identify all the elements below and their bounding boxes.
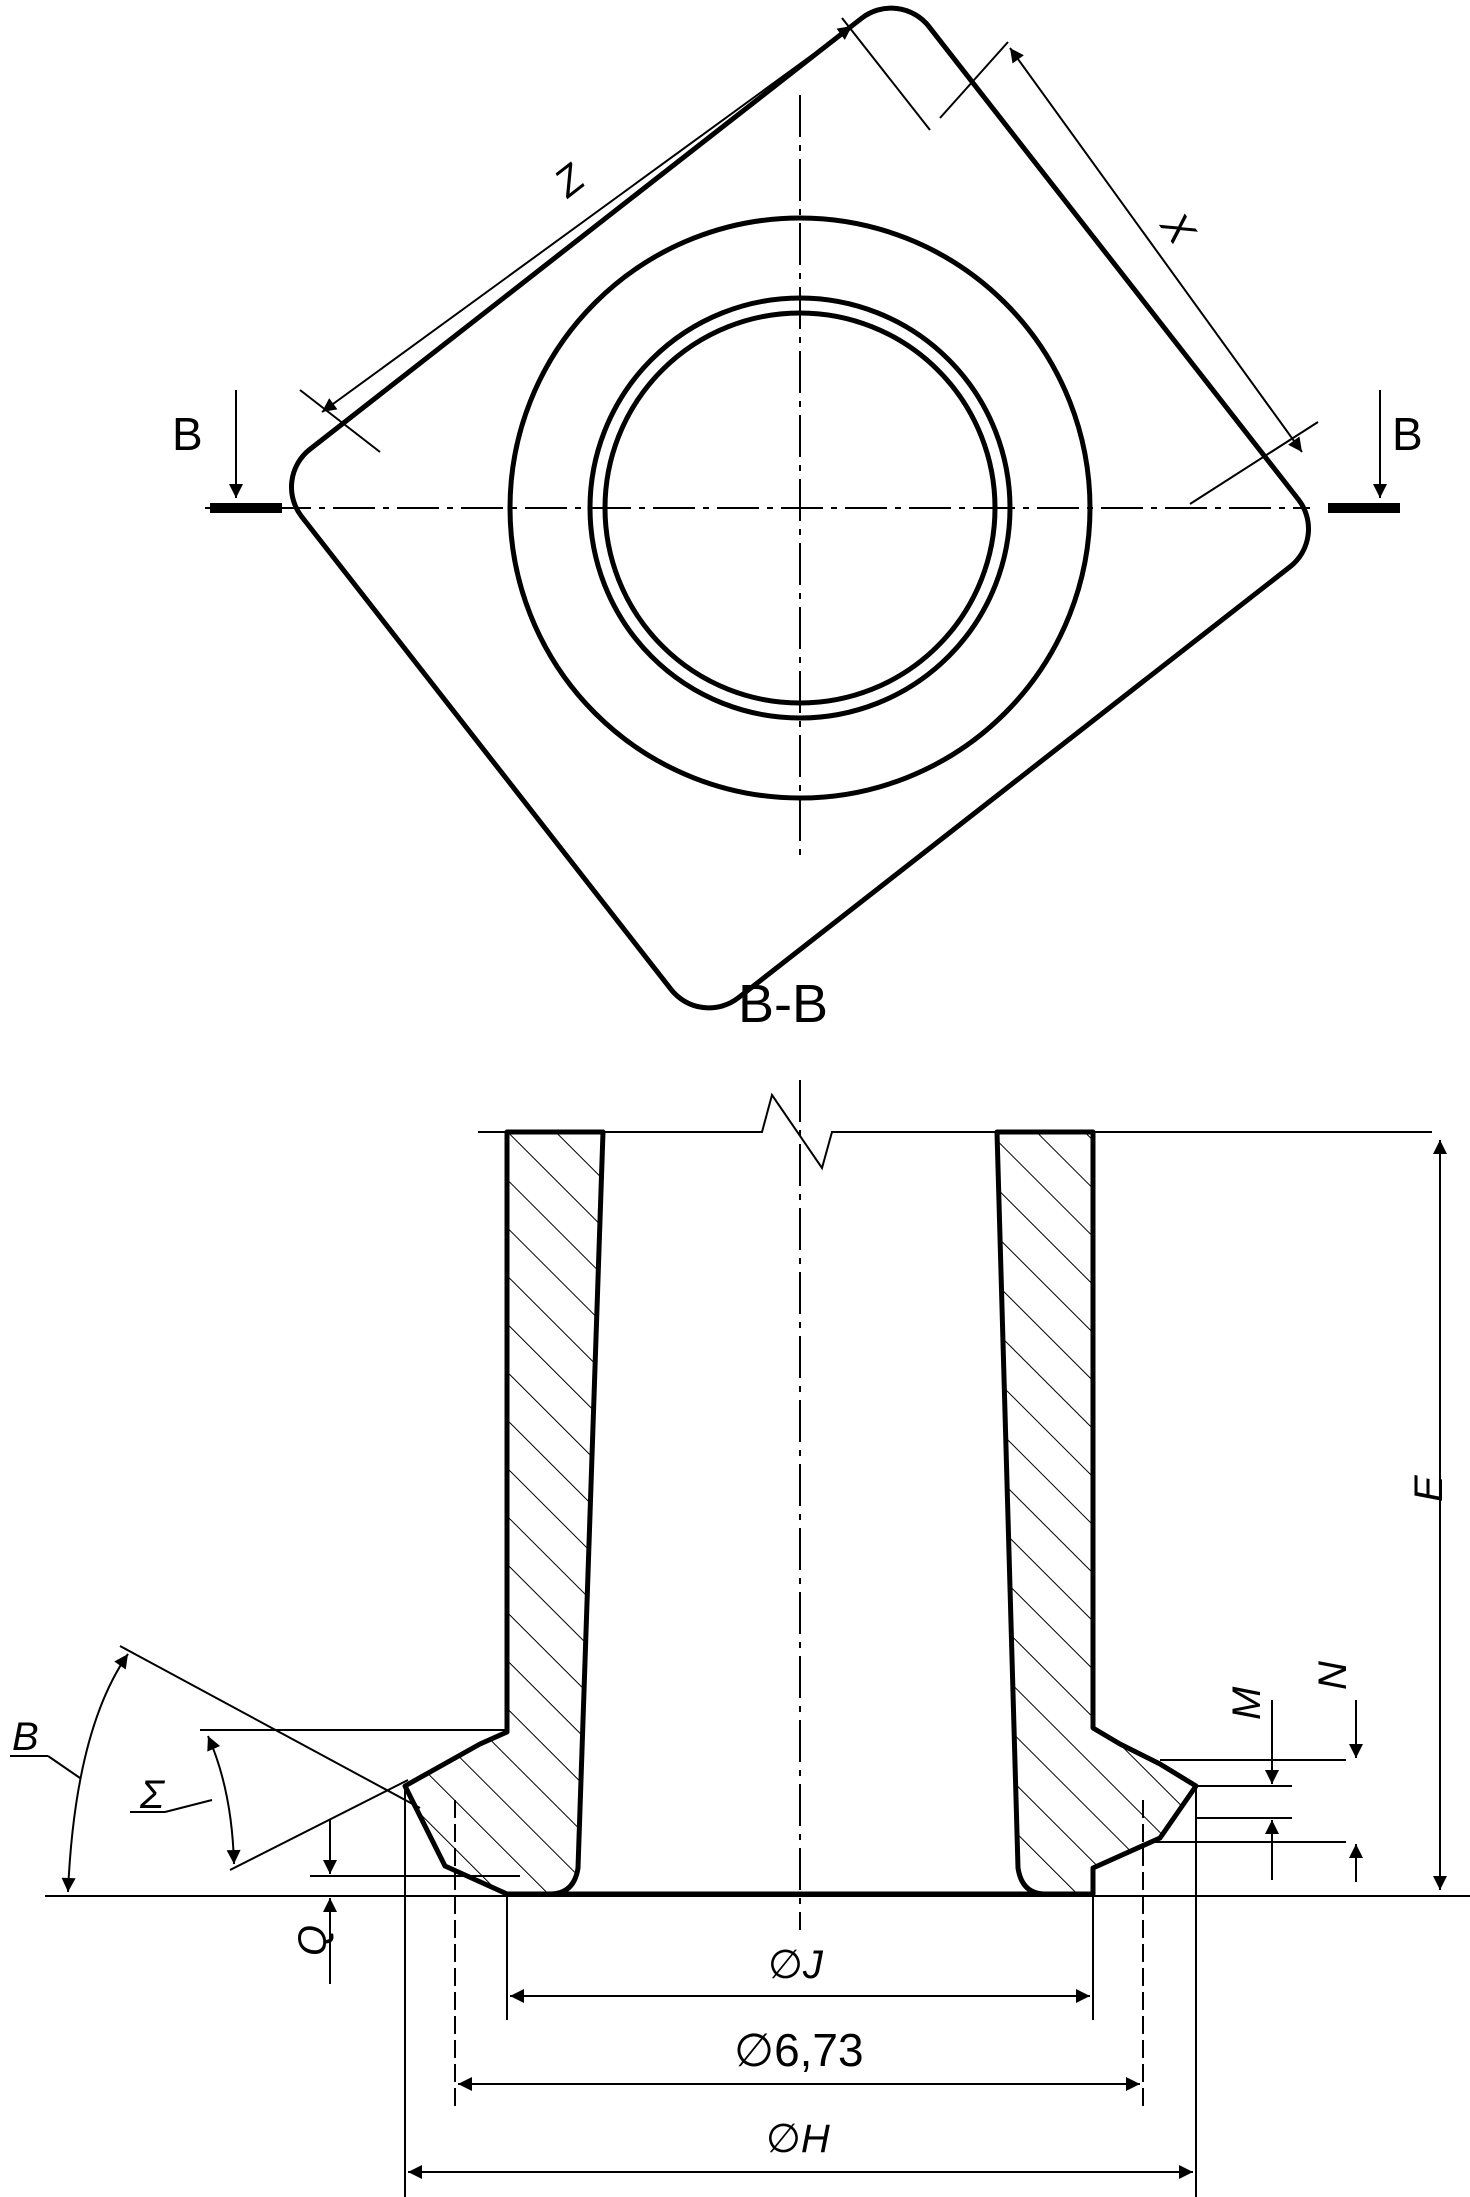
dimension-e: E [1407,1140,1451,1890]
section-label-right: B [1392,408,1423,460]
diameter-dimensions: ∅J ∅6,73 ∅H [404,1786,1197,2197]
dim-j-label: ∅J [768,1943,824,1987]
angle-b-label: B [12,1715,39,1759]
section-label-left: B [172,408,203,460]
dimension-m-n: M N [1150,1661,1363,1882]
dim-673-label: ∅6,73 [734,2024,864,2076]
break-line [478,1092,1432,1171]
right-wall [994,1129,1199,1897]
dim-q-label: Q [291,1925,335,1956]
dimension-z: Z [299,17,931,453]
section-title: B-B [738,974,828,1034]
section-marker-right: B [1328,390,1423,513]
dim-n-label: N [1311,1661,1355,1690]
left-wall [402,1129,606,1897]
angle-dimensions: B Σ [10,1645,507,1893]
top-view: Z X B B [172,5,1423,1011]
dim-m-label: M [1225,1686,1269,1720]
dim-h-label: ∅H [766,2117,830,2161]
dim-x-label: X [1151,204,1204,253]
dim-e-label: E [1407,1474,1451,1502]
section-marker-left: B [172,390,282,513]
angle-sigma-label: Σ [139,1773,166,1817]
section-view: B-B E M N [10,974,1470,2197]
dim-z-label: Z [546,155,594,206]
dimension-q: Q [291,1820,520,1984]
